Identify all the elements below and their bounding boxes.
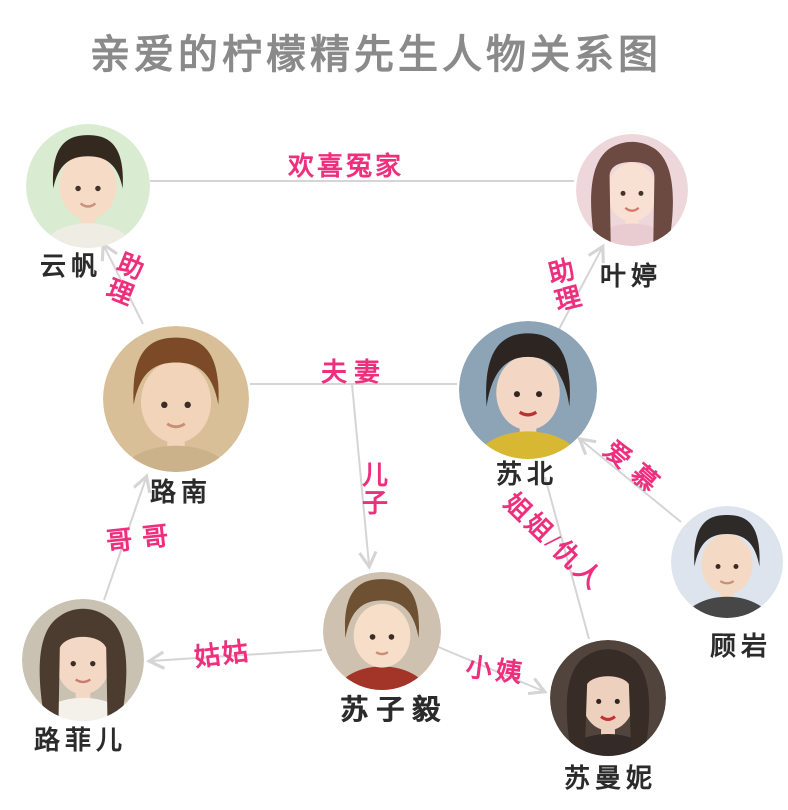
name-lufeier: 路菲儿 [34, 726, 128, 755]
label-assistant-left: 助理 [102, 248, 148, 311]
avatar-suziyi [323, 572, 441, 690]
avatar-sumanni [550, 640, 666, 756]
photo-suziyi [323, 572, 441, 690]
name-lunan: 路南 [150, 478, 213, 507]
photo-lunan [103, 326, 249, 472]
page-title: 亲爱的柠檬精先生人物关系图 [90, 32, 662, 77]
label-assistant-right: 助理 [545, 254, 585, 317]
avatar-lufeier [22, 599, 144, 721]
label-fuqi: 夫妻 [321, 358, 388, 387]
avatar-lunan [103, 326, 249, 472]
label-jiejie-chouren: 姐姐/仇人 [498, 487, 610, 597]
name-yunfan: 云帆 [40, 252, 103, 281]
label-xiaoyi: 小姨 [464, 652, 528, 689]
photo-subei [459, 321, 597, 459]
label-huanxi-yuanjia: 欢喜冤家 [288, 152, 405, 181]
label-erzi: 儿子 [361, 461, 388, 519]
name-guyan: 顾岩 [710, 632, 773, 661]
label-aimu: 爱慕 [598, 435, 672, 505]
label-gugu: 姑姑 [192, 636, 252, 673]
avatar-guyan [671, 506, 783, 618]
name-yeting: 叶婷 [600, 262, 663, 291]
name-suziyi: 苏子毅 [340, 695, 449, 726]
photo-sumanni [550, 640, 666, 756]
name-sumanni: 苏曼妮 [564, 764, 658, 793]
photo-yeting [576, 134, 688, 246]
name-subei: 苏北 [496, 460, 559, 489]
label-gege: 哥哥 [104, 520, 180, 557]
avatar-subei [459, 321, 597, 459]
photo-lufeier [22, 599, 144, 721]
avatar-yeting [576, 134, 688, 246]
photo-guyan [671, 506, 783, 618]
avatar-yunfan [26, 124, 150, 248]
photo-yunfan [26, 124, 150, 248]
